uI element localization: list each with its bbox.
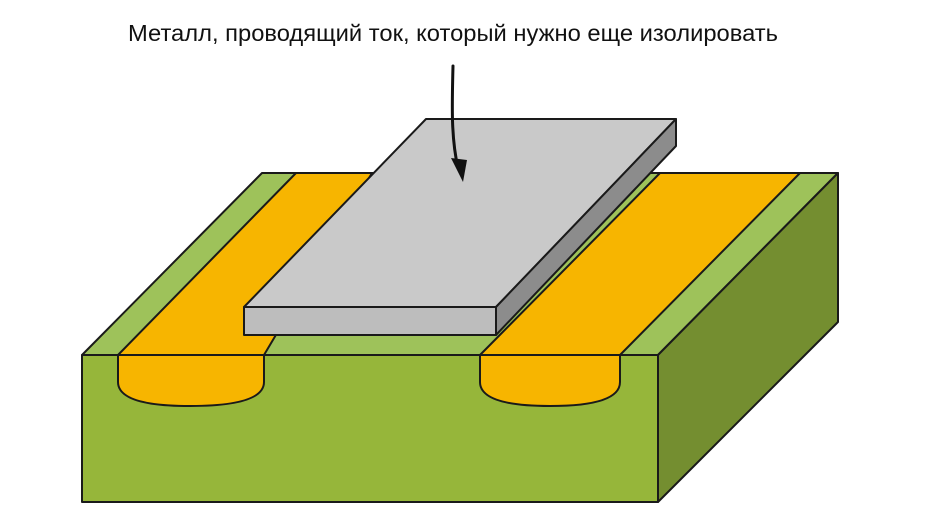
source-region	[117, 172, 373, 407]
annotation-arrow	[450, 64, 467, 182]
arrow-shaft	[450, 64, 460, 170]
arrow-head-icon	[451, 158, 467, 182]
annotation-label: Металл, проводящий ток, который нужно ещ…	[128, 20, 778, 46]
drain-region-front	[479, 354, 621, 407]
source-region-front	[117, 354, 265, 407]
metal-plate-front-edge	[243, 306, 497, 336]
metal-plate	[243, 118, 677, 336]
drain-region	[479, 172, 801, 407]
